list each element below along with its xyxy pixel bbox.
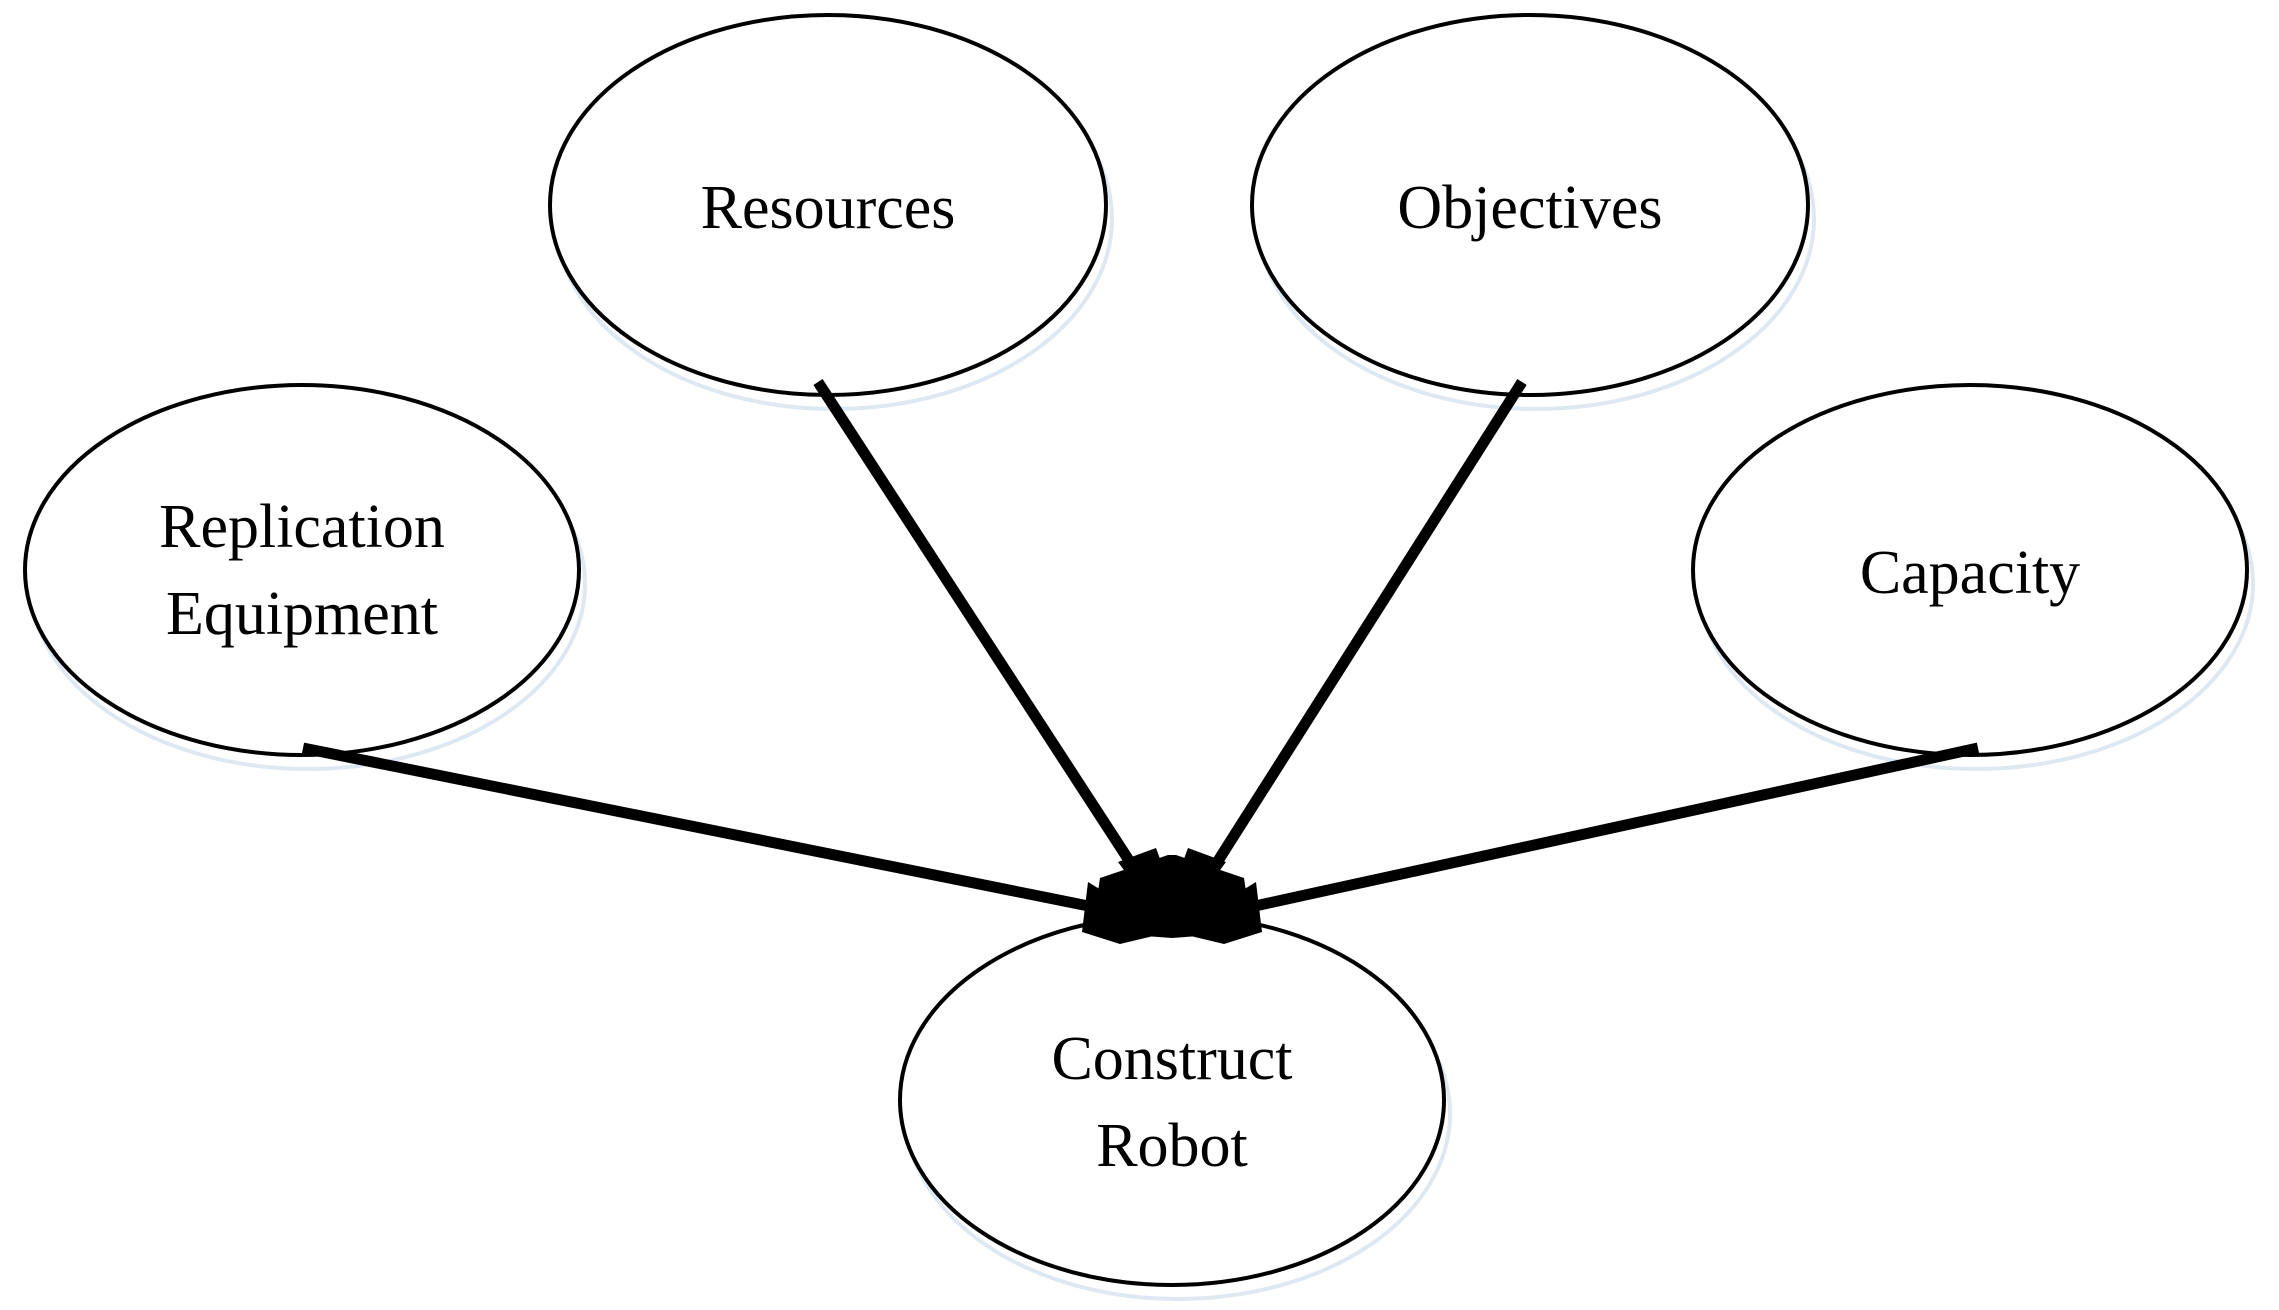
edge-objectives-to-construct-robot[interactable] xyxy=(1185,379,1527,908)
node-label-construct-robot-line1: Construct xyxy=(1051,1025,1292,1093)
edge-resources-to-construct-robot[interactable] xyxy=(813,379,1163,908)
node-label-objectives: Objectives xyxy=(1397,174,1662,242)
node-label-replication-equipment-line1: Replication xyxy=(159,493,445,561)
node-ellipse-layer xyxy=(23,13,2249,1287)
arrow-head-layer xyxy=(1082,848,1262,944)
edge-replication-equipment-to-construct-robot[interactable] xyxy=(301,742,1150,924)
edge-layer xyxy=(301,379,1980,924)
arrowhead-convergence-core-icon xyxy=(1092,855,1252,938)
node-label-construct-robot-line2: Robot xyxy=(1096,1112,1248,1180)
node-label-resources: Resources xyxy=(701,174,956,242)
node-ellipse-construct-robot[interactable] xyxy=(898,913,1446,1287)
node-ellipse-replication-equipment[interactable] xyxy=(23,383,581,757)
edge-capacity-to-construct-robot[interactable] xyxy=(1198,742,1980,924)
node-label-capacity: Capacity xyxy=(1860,539,2080,607)
node-ellipse-objectives[interactable] xyxy=(1250,13,1810,397)
node-label-replication-equipment-line2: Equipment xyxy=(166,580,438,648)
node-label-layer: Resources Objectives Replication Equipme… xyxy=(159,174,2080,1180)
